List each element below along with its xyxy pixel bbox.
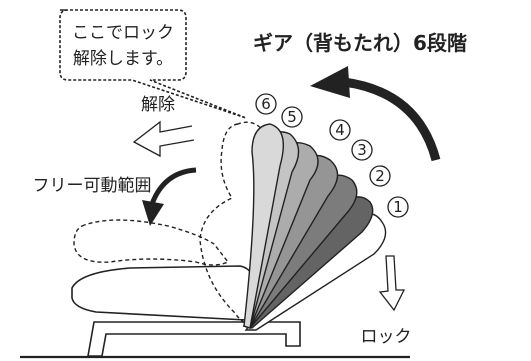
gear-backrest-6 bbox=[243, 123, 284, 329]
curved-arrow-icon bbox=[142, 167, 197, 226]
gear-backrests bbox=[242, 123, 387, 331]
gear-marker-3: 3 bbox=[351, 139, 373, 161]
svg-text:2: 2 bbox=[375, 167, 385, 185]
svg-text:3: 3 bbox=[357, 141, 367, 159]
hollow-arrow-down-icon bbox=[378, 255, 406, 312]
free-range-back-outline bbox=[73, 219, 230, 266]
hollow-arrow-left-icon bbox=[132, 120, 195, 158]
gear-marker-6: 6 bbox=[255, 93, 277, 115]
callout-line-2: 解除します。 bbox=[73, 49, 173, 69]
gear-marker-2: 2 bbox=[369, 165, 391, 187]
seat-base-frame bbox=[20, 321, 410, 359]
release-label: 解除 bbox=[141, 95, 175, 115]
callout-line-1: ここでロック bbox=[72, 23, 174, 43]
gear-markers: 6 5 4 3 2 1 bbox=[255, 93, 409, 218]
gear-marker-4: 4 bbox=[329, 119, 351, 141]
svg-text:4: 4 bbox=[335, 121, 345, 139]
svg-text:1: 1 bbox=[393, 198, 403, 216]
gear-marker-1: 1 bbox=[387, 196, 409, 218]
seat-cushion bbox=[71, 265, 265, 321]
callout: ここでロック 解除します。 bbox=[59, 9, 247, 119]
svg-text:5: 5 bbox=[287, 108, 297, 126]
diagram-title: ギア（背もたれ）6段階 bbox=[253, 31, 467, 55]
gear-marker-5: 5 bbox=[281, 106, 303, 128]
callout-bubble bbox=[59, 9, 247, 119]
lock-label: ロック bbox=[361, 327, 412, 347]
curved-arrow-icon bbox=[310, 66, 441, 162]
free-range-label: フリー可動範囲 bbox=[33, 176, 152, 196]
svg-text:6: 6 bbox=[261, 95, 271, 113]
